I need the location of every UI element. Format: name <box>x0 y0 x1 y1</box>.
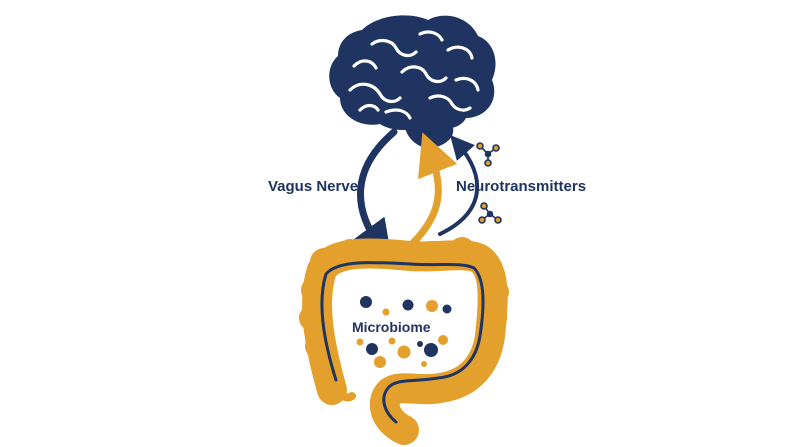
microbiome-dots <box>356 296 452 368</box>
microbiome-label: Microbiome <box>352 319 431 335</box>
brain-icon <box>329 15 496 148</box>
bacteria-dot <box>426 300 438 312</box>
bacteria-dot <box>374 356 386 368</box>
bacteria-dot <box>397 345 411 359</box>
vagus-nerve-label: Vagus Nerve <box>268 178 359 195</box>
neurotransmitter-arrow <box>438 134 480 236</box>
intestine-icon <box>299 237 509 445</box>
bacteria-dot <box>366 343 378 355</box>
bacteria-dot <box>382 308 390 316</box>
bacteria-dot <box>356 338 364 346</box>
vagus-nerve-arrow <box>350 128 398 263</box>
bacteria-dot <box>424 343 438 357</box>
bacteria-dot <box>388 337 396 345</box>
molecule-icon <box>476 142 500 167</box>
molecule-icon <box>478 202 502 224</box>
neurotransmitters-label: Neurotransmitters <box>456 178 587 195</box>
gut-to-brain-arrow <box>408 132 458 248</box>
bacteria-dot <box>421 361 427 367</box>
bacteria-dot <box>402 299 414 311</box>
bacteria-dot <box>360 296 372 308</box>
bacteria-dot <box>442 304 452 314</box>
bacteria-dot <box>417 341 423 347</box>
bacteria-dot <box>438 335 448 345</box>
